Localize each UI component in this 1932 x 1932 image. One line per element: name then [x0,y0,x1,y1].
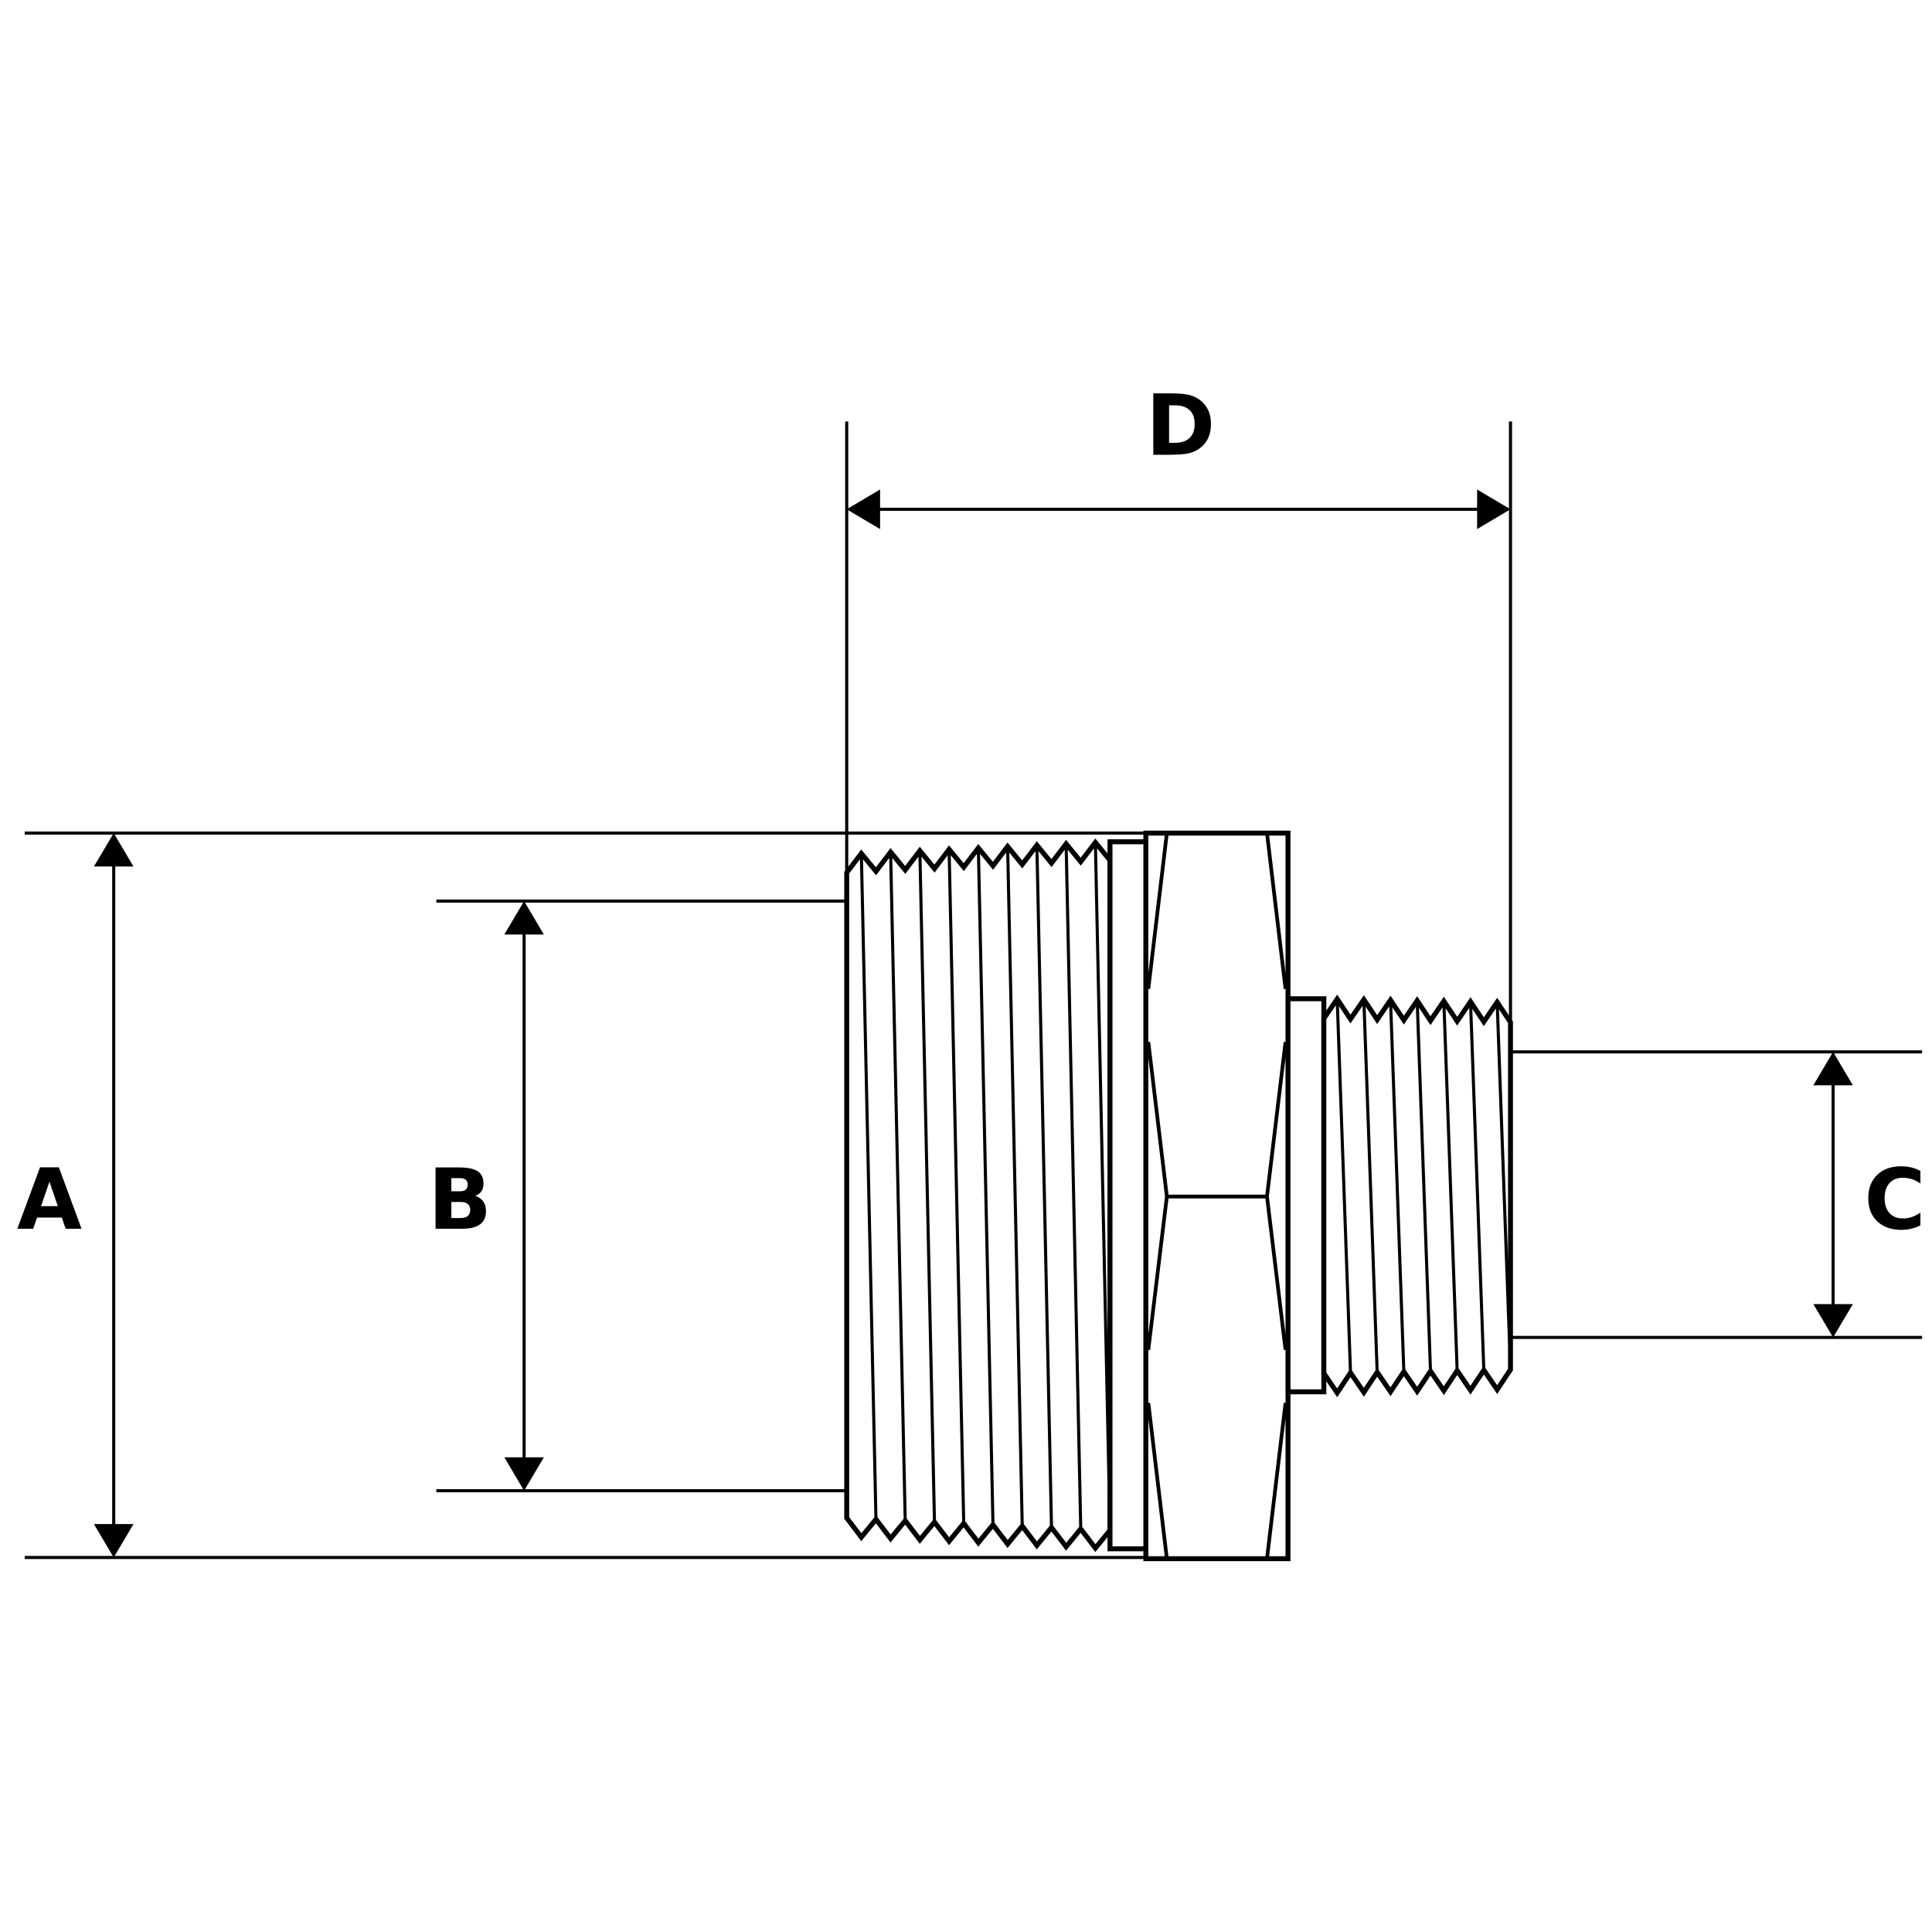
thread-line [1035,845,1053,1528]
dimension-lines [24,421,1923,1560]
thread-line [947,849,966,1524]
hex-facet-line [1146,1403,1169,1560]
dim-a-top-arrow-icon [94,833,134,867]
hex-facet-line [1265,832,1287,989]
small-collar [1285,996,1327,1395]
fitting-part [844,830,1513,1562]
arrowheads [94,489,1853,1558]
thread-line [1442,1001,1459,1371]
thread-line [859,853,878,1519]
thread-line [918,850,937,1522]
dim-c-top-arrow-icon [1813,1052,1853,1086]
large-thread [844,838,1113,1553]
thread-line [976,848,995,1526]
dim-a-label: A [17,1151,82,1249]
thread-line [889,852,907,1521]
dim-c-bottom-arrow-icon [1813,1304,1853,1338]
dim-d-right-arrow-icon [1477,489,1511,529]
thread-line [1468,1002,1486,1370]
dim-b-label: B [428,1151,492,1249]
thread-outline [844,838,1113,1553]
thread-line [1005,846,1024,1526]
thread-line [1335,998,1352,1373]
hex-facet-line [1265,1403,1287,1560]
thread-line [1495,1002,1512,1370]
hex-facet-line [1146,832,1169,989]
hex-facets [1146,832,1287,1560]
dim-b-top-arrow-icon [504,901,544,935]
thread-line [1415,1000,1433,1372]
small-thread [1321,995,1513,1398]
dim-d-left-arrow-icon [846,489,880,529]
thread-line [1389,1000,1406,1372]
dim-b-bottom-arrow-icon [504,1457,544,1491]
thread-line [1064,843,1083,1529]
dim-a-bottom-arrow-icon [94,1524,134,1558]
dim-d-label: D [1145,377,1215,475]
large-collar [1107,839,1148,1552]
dim-c-label: C [1864,1151,1926,1249]
thread-line [1362,999,1379,1372]
